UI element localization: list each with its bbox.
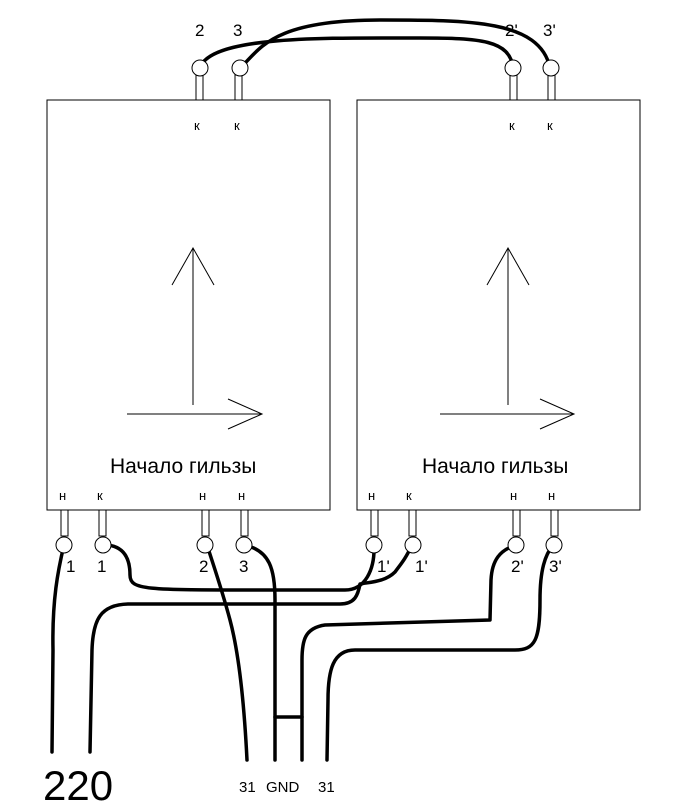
wire-1prime-to-220	[88, 543, 414, 754]
heater-unit-1	[46, 99, 331, 511]
output-label-gnd: GND	[266, 779, 300, 796]
supply-label: 220	[43, 762, 113, 809]
pin-letter-unit2-bottom-4: н	[548, 488, 555, 503]
terminal-label-3prime-bottom: 3'	[549, 557, 562, 576]
wires	[50, 18, 555, 762]
heater-unit-2	[356, 99, 641, 511]
pin-letter-unit2-bottom-2: к	[406, 488, 412, 503]
terminal-label-2prime: 2'	[505, 21, 518, 40]
terminal-label-2prime-bottom: 2'	[511, 557, 524, 576]
terminals	[55, 59, 563, 554]
pin-letter-unit1-bottom-3: н	[199, 488, 206, 503]
terminal-label-2: 2	[195, 21, 204, 40]
terminal-label-1prime-n: 1'	[377, 557, 390, 576]
terminal-label-2-bottom: 2	[199, 557, 208, 576]
wire-3-to-3prime	[238, 18, 552, 70]
terminal-label-1k: 1	[97, 557, 106, 576]
wire-2-to-2prime	[198, 36, 515, 70]
wire-1k-to-1prime-n	[102, 543, 376, 592]
direction-arrows-unit-2	[440, 246, 576, 430]
terminal-label-1n: 1	[66, 557, 75, 576]
pin-letter-unit2-top-2: к	[547, 118, 553, 133]
wire-1n-to-220	[50, 543, 66, 754]
pin-letter-unit2-bottom-3: н	[510, 488, 517, 503]
unit-2-caption: Начало гильзы	[422, 455, 568, 478]
wire-2-to-31	[205, 543, 249, 762]
pin-letter-unit2-bottom-1: н	[368, 488, 375, 503]
output-label-31-left: 31	[239, 779, 256, 796]
wire-2prime-to-gnd	[300, 543, 518, 762]
bottom-pins	[60, 509, 559, 537]
output-label-31-right: 31	[318, 779, 335, 796]
direction-arrows-unit-1	[127, 246, 264, 430]
pin-letter-unit1-top-2: к	[234, 118, 240, 133]
top-pins	[195, 74, 556, 101]
pin-letter-unit2-top-1: к	[509, 118, 515, 133]
pin-letter-unit1-bottom-4: н	[238, 488, 245, 503]
terminal-label-3: 3	[233, 21, 242, 40]
terminal-label-1prime-k: 1'	[415, 557, 428, 576]
wire-3-to-gnd	[242, 543, 277, 762]
pin-letter-unit1-bottom-2: к	[97, 488, 103, 503]
terminal-label-3-bottom: 3	[239, 557, 248, 576]
unit-1-caption: Начало гильзы	[110, 455, 256, 478]
pin-letter-unit1-bottom-1: н	[59, 488, 66, 503]
terminal-label-3prime: 3'	[543, 21, 556, 40]
wire-3prime-to-31	[325, 543, 555, 762]
pin-letter-unit1-top-1: к	[194, 118, 200, 133]
